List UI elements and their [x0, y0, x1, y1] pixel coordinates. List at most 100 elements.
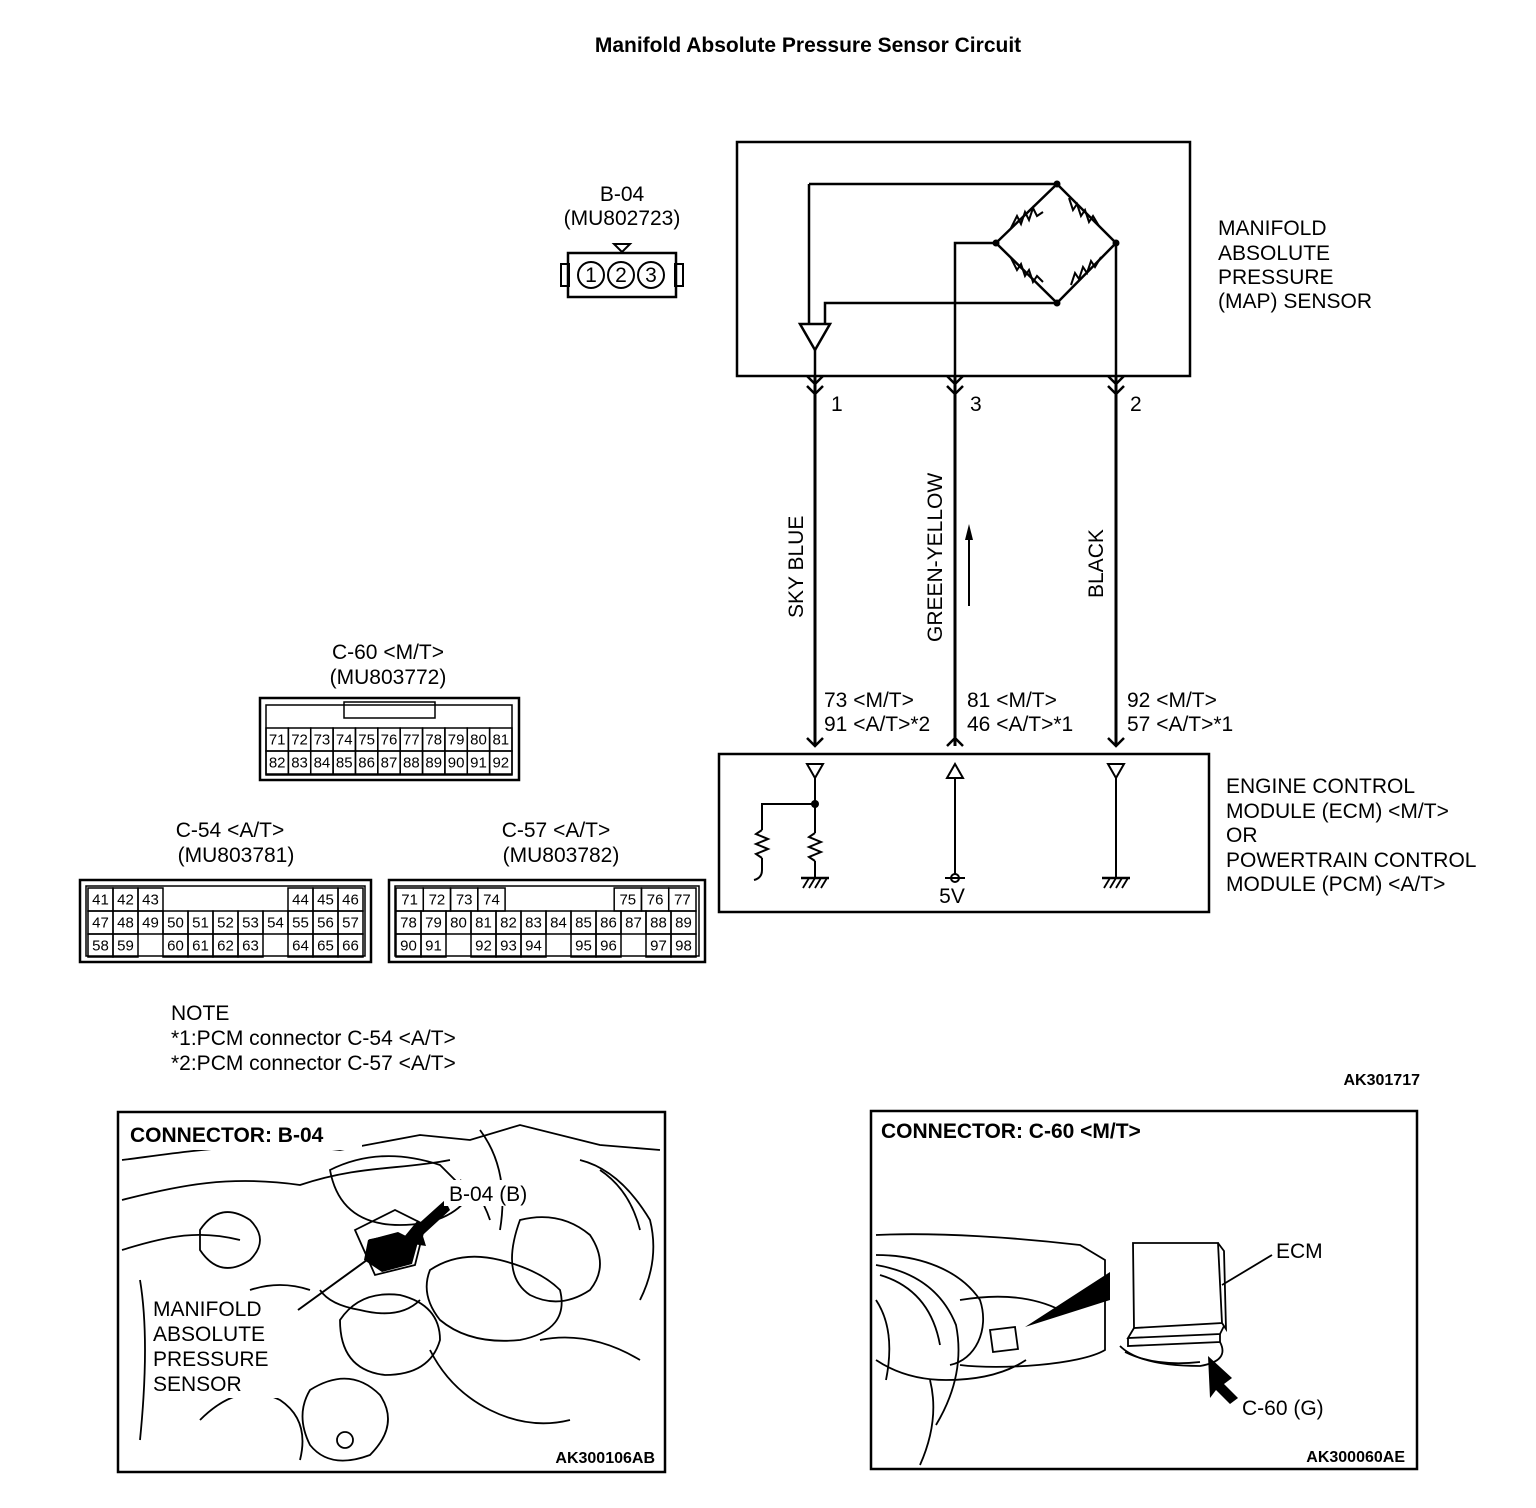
c57-pin-label: 93 — [500, 938, 517, 955]
c57-pin-cell — [670, 933, 697, 958]
panel-c60-figure-id: AK300060AE — [1306, 1449, 1405, 1466]
ecm-label-1: ENGINE CONTROL — [1226, 775, 1415, 798]
note: NOTE *1:PCM connector C-54 <A/T> *2:PCM … — [171, 1002, 456, 1075]
c57-pin-label: 94 — [525, 938, 542, 955]
c60-pin-label: 73 — [314, 732, 331, 749]
panel-c60-ecm-label: ECM — [1276, 1240, 1323, 1263]
c54-pin-cell — [337, 933, 364, 958]
ecm-label-3: OR — [1226, 824, 1258, 847]
c57-pin-label: 88 — [650, 915, 667, 932]
note-line-2: *2:PCM connector C-57 <A/T> — [171, 1052, 456, 1075]
c57-pin-label: 73 — [456, 892, 473, 909]
c57-pin-label: 98 — [675, 938, 692, 955]
ecm-label-2: MODULE (ECM) <M/T> — [1226, 800, 1449, 823]
c54-pin-label: 60 — [167, 938, 184, 955]
c60-pin-label: 90 — [448, 755, 465, 772]
c54-pin-label: 51 — [192, 915, 209, 932]
c57-name: C-57 <A/T> — [502, 819, 611, 842]
wire-1-ecm-pin-at: 91 <A/T>*2 — [824, 713, 930, 736]
ecm-label-5: MODULE (PCM) <A/T> — [1226, 873, 1445, 896]
ecm-module: 5V ENGINE CONTROL MODULE (ECM) <M/T> OR … — [717, 752, 1476, 914]
panel-b04-label-4: SENSOR — [153, 1373, 242, 1396]
c54-pin-label: 44 — [292, 892, 309, 909]
sensor-label-3: PRESSURE — [1218, 266, 1334, 289]
c57-pin-label: 76 — [647, 892, 664, 909]
c57-pin-label: 71 — [401, 892, 418, 909]
c60-pin-label: 88 — [403, 755, 420, 772]
c57-pin-label: 95 — [575, 938, 592, 955]
c57-pin-label: 87 — [625, 915, 642, 932]
c54-pin-label: 53 — [242, 915, 259, 932]
c54-pin-label: 47 — [92, 915, 109, 932]
c60-pin-label: 75 — [358, 732, 375, 749]
c54-pin-label: 63 — [242, 938, 259, 955]
c57-pin-label: 77 — [674, 892, 691, 909]
panel-b04-figure-id: AK300106AB — [555, 1450, 655, 1467]
c57-pin-label: 90 — [400, 938, 417, 955]
c54-pin-label: 55 — [292, 915, 309, 932]
c57-part: (MU803782) — [503, 844, 620, 867]
b04-name: B-04 — [600, 183, 645, 206]
c54-pin-label: 49 — [142, 915, 159, 932]
c60-pin-label: 72 — [291, 732, 308, 749]
c54-pin-cell — [237, 933, 264, 958]
sensor-label-1: MANIFOLD — [1218, 217, 1327, 240]
c54-pin-label: 56 — [317, 915, 334, 932]
map-sensor: MANIFOLD ABSOLUTE PRESSURE (MAP) SENSOR — [735, 140, 1372, 378]
c60-pin-label: 92 — [492, 755, 509, 772]
c54-pin-label: 48 — [117, 915, 134, 932]
panel-b04-title: CONNECTOR: B-04 — [130, 1124, 324, 1147]
c60-pin-label: 82 — [269, 755, 286, 772]
c60-pin-label: 91 — [470, 755, 487, 772]
c54-pin-label: 66 — [342, 938, 359, 955]
c54-pin-label: 52 — [217, 915, 234, 932]
panel-c60-callout: C-60 (G) — [1242, 1397, 1324, 1420]
c54-part: (MU803781) — [178, 844, 295, 867]
wire-3-color: GREEN-YELLOW — [924, 473, 947, 642]
c54-pin-label: 58 — [92, 938, 109, 955]
c60-pin-label: 79 — [448, 732, 465, 749]
note-heading: NOTE — [171, 1002, 229, 1025]
page-title: Manifold Absolute Pressure Sensor Circui… — [595, 34, 1021, 57]
c57-pin-label: 84 — [550, 915, 567, 932]
c54-pin-label: 61 — [192, 938, 209, 955]
wire-3-ecm-pin-mt: 81 <M/T> — [967, 689, 1057, 712]
c57-connector: C-57 <A/T> (MU803782) 71 72 73 74 75 76 77 78 79… — [387, 819, 707, 964]
c60-name: C-60 <M/T> — [332, 641, 444, 664]
c60-pin-label: 80 — [470, 732, 487, 749]
b04-part: (MU802723) — [564, 207, 681, 230]
c57-pin-label: 79 — [425, 915, 442, 932]
wire-2-color: BLACK — [1085, 529, 1108, 598]
c57-pin-cell — [595, 933, 622, 958]
sensor-label-2: ABSOLUTE — [1218, 242, 1330, 265]
c57-pin-label: 91 — [425, 938, 442, 955]
c57-pin-label: 72 — [429, 892, 446, 909]
wire-3-ecm-pin-at: 46 <A/T>*1 — [967, 713, 1073, 736]
c54-pin-label: 50 — [167, 915, 184, 932]
c54-pin-label: 57 — [342, 915, 359, 932]
c54-pin-label: 46 — [342, 892, 359, 909]
c57-pin-label: 78 — [400, 915, 417, 932]
c60-part: (MU803772) — [330, 666, 447, 689]
c57-pin-label: 96 — [600, 938, 617, 955]
wire-2-ecm-pin-mt: 92 <M/T> — [1127, 689, 1217, 712]
panel-b04-label-2: ABSOLUTE — [153, 1323, 265, 1346]
b04-pin-3: 3 — [645, 264, 657, 287]
c57-pin-label: 82 — [500, 915, 517, 932]
c54-pin-label: 64 — [292, 938, 309, 955]
c60-pin-label: 84 — [314, 755, 331, 772]
note-line-1: *1:PCM connector C-54 <A/T> — [171, 1027, 456, 1050]
wires: 1 SKY BLUE 73 <M/T> 91 <A/T>*2 3 GREEN-Y… — [785, 375, 1233, 748]
c57-pin-label: 80 — [450, 915, 467, 932]
c60-pin-label: 76 — [381, 732, 398, 749]
c57-pin-label: 83 — [525, 915, 542, 932]
panel-b04: CONNECTOR: B-04 B-04 (B) MANIFOLD ABSOLU… — [116, 1110, 667, 1474]
c54-name: C-54 <A/T> — [176, 819, 285, 842]
c57-pin-label: 97 — [650, 938, 667, 955]
c57-pin-label: 74 — [483, 892, 500, 909]
c57-pin-label: 75 — [619, 892, 636, 909]
c57-pin-label: 85 — [575, 915, 592, 932]
